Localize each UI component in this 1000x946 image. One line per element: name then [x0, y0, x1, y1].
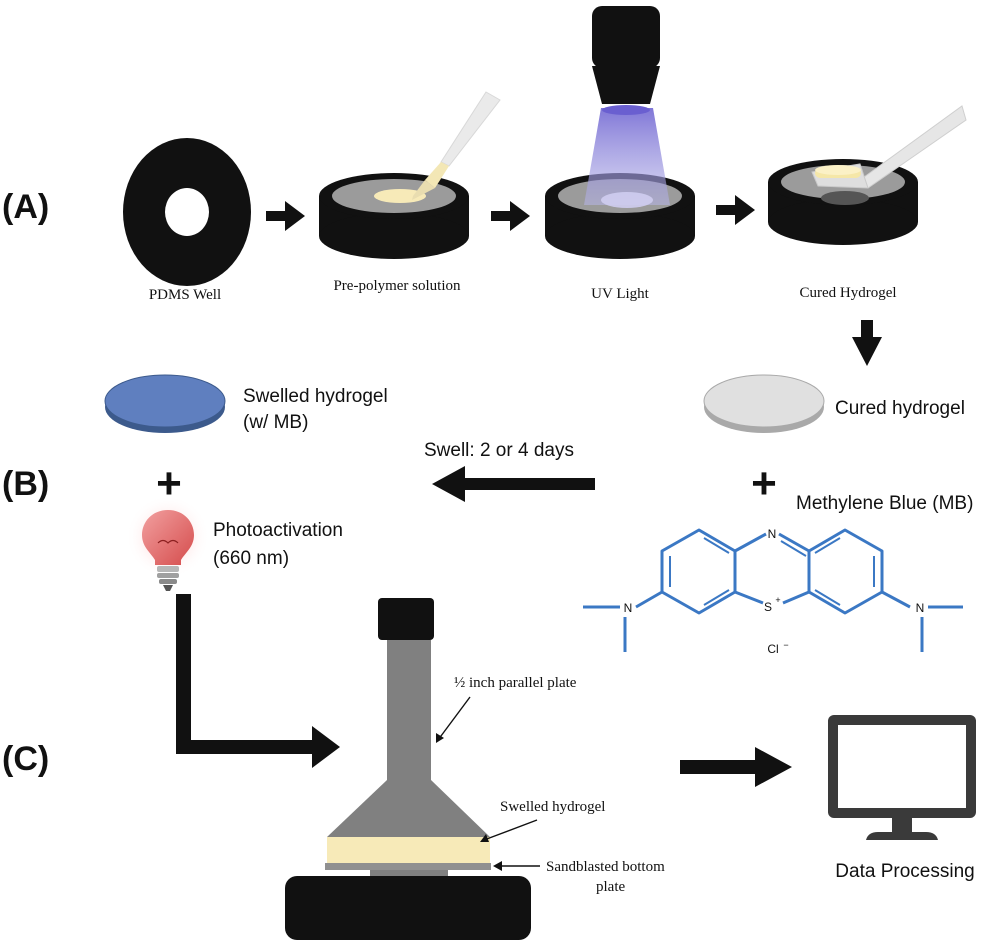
- methylene-blue-label: Methylene Blue (MB): [796, 493, 973, 514]
- arrow-left-icon: [432, 466, 595, 502]
- cured-hydrogel-disk-icon: [703, 374, 825, 433]
- arrow-right-icon: [680, 747, 792, 787]
- methylene-blue-structure: [583, 528, 963, 652]
- data-processing-label: Data Processing: [835, 861, 974, 882]
- swelled-hydrogel-disk-icon: [104, 374, 226, 433]
- pdms-well-label: PDMS Well: [149, 287, 221, 303]
- uv-light-label: UV Light: [591, 286, 649, 302]
- pdms-well-icon: [123, 138, 251, 286]
- arrow-right-icon: [716, 195, 755, 225]
- atom-n-right: N: [916, 601, 925, 615]
- counterion-charge: −: [783, 640, 788, 650]
- cured-hydrogel-well-icon: [768, 105, 967, 245]
- atom-n-left: N: [624, 601, 633, 615]
- swelled-hydrogel-c-label: Swelled hydrogel: [500, 799, 605, 815]
- panel-label-b: (B): [2, 465, 49, 503]
- cured-hydrogel-disk-label: Cured hydrogel: [835, 398, 965, 419]
- arrowhead-icon: [493, 861, 502, 871]
- cured-hydrogel-label: Cured Hydrogel: [799, 285, 896, 301]
- computer-monitor-icon: [828, 715, 976, 840]
- panel-label-a: (A): [2, 188, 49, 226]
- arrow-down-icon: [852, 320, 882, 366]
- bottom-plate-label-2: plate: [596, 879, 625, 895]
- photoactivation-wavelength-label: (660 nm): [213, 548, 289, 569]
- arrowhead-icon: [436, 733, 444, 743]
- swelled-hydrogel-label: Swelled hydrogel: [243, 386, 388, 407]
- arrow-l-shaped-icon: [176, 594, 340, 768]
- light-bulb-icon: [126, 495, 210, 591]
- bottom-plate-label: Sandblasted bottom: [546, 859, 665, 875]
- plus-right: +: [751, 459, 777, 508]
- panel-label-c: (C): [2, 740, 49, 778]
- arrowhead-icon: [480, 834, 489, 842]
- pre-polymer-well-icon: [319, 91, 501, 259]
- pre-polymer-label: Pre-polymer solution: [333, 278, 461, 294]
- counterion-cl: Cl: [767, 642, 778, 656]
- uv-light-well-icon: [545, 6, 695, 259]
- arrow-right-icon: [266, 201, 305, 231]
- swelled-hydrogel-pointer: [483, 819, 538, 841]
- atom-s: S: [764, 600, 772, 614]
- atom-s-charge: +: [775, 595, 780, 605]
- swell-time-label: Swell: 2 or 4 days: [424, 440, 574, 461]
- parallel-plate-label: ½ inch parallel plate: [454, 675, 577, 691]
- photoactivation-label: Photoactivation: [213, 520, 343, 541]
- atom-n-center: N: [768, 527, 777, 541]
- rheometer-icon: [285, 598, 531, 940]
- parallel-plate-pointer: [437, 696, 471, 741]
- swelled-hydrogel-mb-label: (w/ MB): [243, 412, 308, 433]
- arrow-right-icon: [491, 201, 530, 231]
